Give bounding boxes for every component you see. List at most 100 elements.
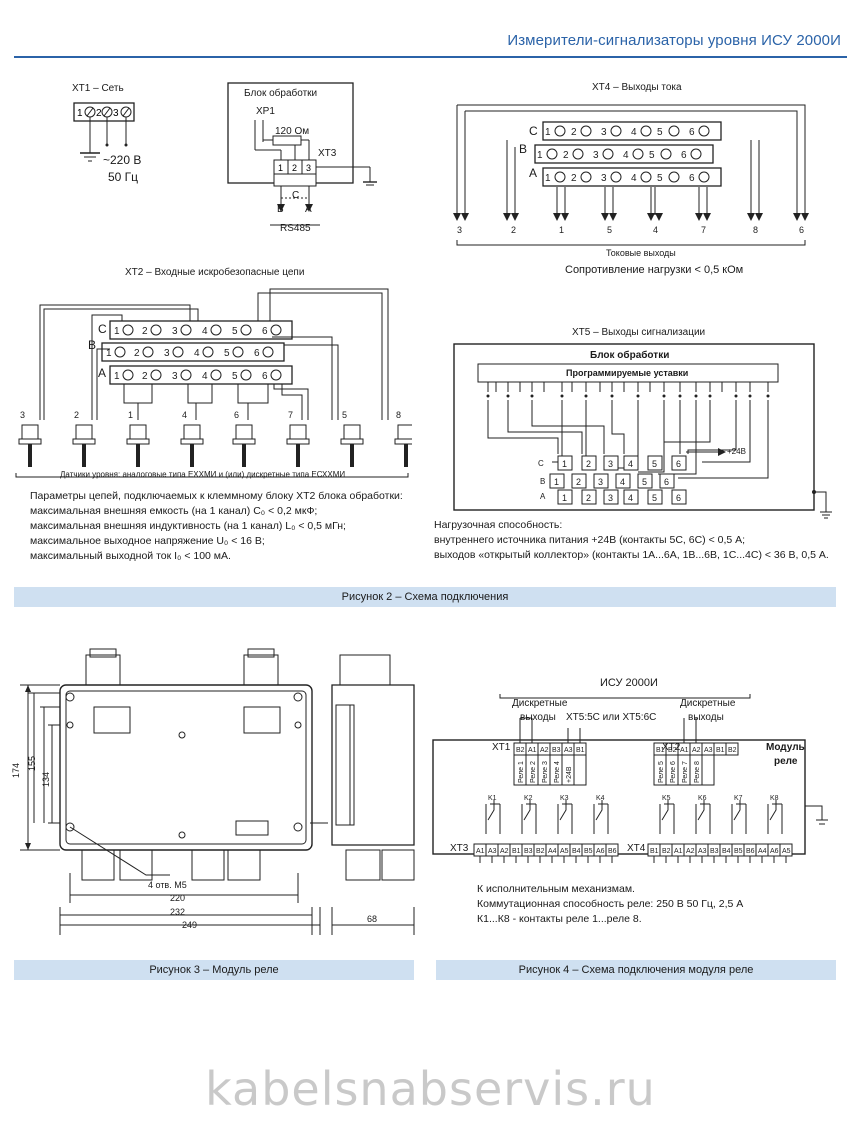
xt4-pin-label: B5 — [734, 848, 743, 855]
sensor-label: 2 — [74, 410, 79, 420]
xt1-pin: 3 — [113, 108, 119, 119]
figure3-caption: Рисунок 3 – Модуль реле — [14, 960, 414, 980]
xt3-pin-label: B6 — [608, 848, 617, 855]
xt1-pin-label: A2 — [540, 747, 549, 754]
xt4-load-note: Сопротивление нагрузки < 0,5 кОм — [565, 264, 744, 276]
xt3-pin-label: A1 — [476, 848, 485, 855]
rs485-b-label: B — [277, 204, 284, 215]
xt2-relay-label: Реле 7 — [682, 761, 689, 783]
xt4-bus-label: Токовые выходы — [606, 248, 676, 258]
svg-text:3: 3 — [593, 150, 599, 161]
xt3-pin-label: B1 — [512, 848, 521, 855]
fig4-xt5-label: XT5:5С или XT5:6С — [566, 712, 657, 723]
xt3-pin-label: B2 — [536, 848, 545, 855]
relay-label: K1 — [488, 795, 497, 802]
svg-text:6: 6 — [254, 348, 260, 359]
dim-232: 232 — [170, 907, 186, 917]
xt5-note-line: Нагрузочная способность: — [434, 519, 563, 531]
svg-text:3: 3 — [598, 477, 603, 487]
xt1-relay-label: Реле 3 — [542, 761, 549, 783]
rs485-diagram: 1 2 3 — [227, 82, 377, 226]
xt1-relay-label: +24В — [566, 766, 573, 783]
relay-connection-diagram: B2 A1 A2 B3 A3 B1 B1 B2 A1 A2 A3 B1 B2 Р… — [432, 694, 828, 863]
svg-text:6: 6 — [689, 173, 695, 184]
svg-text:6: 6 — [262, 371, 268, 382]
xt5-row-a: A — [540, 492, 546, 501]
holes-label: 4 отв. M5 — [148, 880, 187, 890]
svg-text:6: 6 — [262, 326, 268, 337]
xt4-output: 4 — [653, 225, 658, 235]
svg-text:2: 2 — [576, 477, 581, 487]
xt1-relay-label: Реле 1 — [518, 761, 525, 783]
dim-155: 155 — [27, 755, 37, 771]
xt1-voltage: ~220 В — [103, 153, 142, 167]
xt4-pin-label: A2 — [686, 848, 695, 855]
svg-text:5: 5 — [657, 173, 663, 184]
relay-label: K3 — [560, 795, 569, 802]
xt2-params: Параметры цепей, подключаемых к клеммном… — [30, 489, 430, 564]
relay-label: K5 — [662, 795, 671, 802]
fig4-xt2-label: XT2 — [662, 742, 681, 753]
relay-label: K6 — [698, 795, 707, 802]
xt1-pin: 1 — [77, 108, 83, 119]
svg-text:2: 2 — [134, 348, 140, 359]
xt1-pin-label: B1 — [576, 747, 585, 754]
svg-text:4: 4 — [202, 371, 208, 382]
svg-text:6: 6 — [676, 493, 681, 503]
xt3-pin-label: B4 — [572, 848, 581, 855]
dim-68: 68 — [367, 914, 378, 924]
relay-label: K8 — [770, 795, 779, 802]
svg-text:1: 1 — [545, 173, 551, 184]
svg-text:3: 3 — [172, 326, 178, 337]
xt4-output: 2 — [511, 225, 516, 235]
relay-label: K2 — [524, 795, 533, 802]
svg-text:4: 4 — [628, 493, 633, 503]
xt4-row-a: A — [529, 166, 538, 180]
xt3-pin-label: A3 — [488, 848, 497, 855]
xt1-pin-label: B2 — [516, 747, 525, 754]
xt3-pin: 2 — [292, 163, 297, 173]
svg-text:6: 6 — [664, 477, 669, 487]
xt1-frequency: 50 Гц — [108, 170, 139, 184]
xt2-param-line: максимальный выходной ток I₀ < 100 мА. — [30, 550, 231, 562]
sensor-label: 4 — [182, 410, 187, 420]
xt2-pin-label: A2 — [692, 747, 701, 754]
xt2-param-line: максимальная внешняя емкость (на 1 канал… — [30, 505, 318, 517]
fig4-xt3-label: XT3 — [450, 843, 469, 854]
svg-text:2: 2 — [563, 150, 569, 161]
sensor-label: 5 — [342, 410, 347, 420]
xt2-pin-label: B1 — [656, 747, 665, 754]
svg-text:6: 6 — [676, 459, 681, 469]
xt2-row-b: B — [88, 338, 97, 352]
svg-text:2: 2 — [586, 493, 591, 503]
xt2-param-line: максимальная внешняя индуктивность (на 1… — [30, 520, 346, 532]
svg-text:2: 2 — [142, 326, 148, 337]
fig4-module-label: Модуль — [766, 742, 805, 753]
fig4-discrete-left: Дискретные — [512, 698, 568, 709]
svg-text:2: 2 — [586, 459, 591, 469]
xt5-block-title: Блок обработки — [590, 350, 670, 361]
resistor-label: 120 Ом — [275, 126, 310, 137]
rs485-a-label: A — [305, 204, 312, 215]
svg-text:4: 4 — [631, 173, 637, 184]
xt5-24v-label: +24В — [727, 447, 746, 456]
sensor-label: 3 — [20, 410, 25, 420]
xt2-pin-label: A3 — [704, 747, 713, 754]
xt4-row-c: C — [529, 124, 538, 138]
svg-text:4: 4 — [194, 348, 200, 359]
svg-text:5: 5 — [642, 477, 647, 487]
fig4-note-line: К исполнительным механизмам. — [477, 883, 635, 895]
svg-text:1: 1 — [562, 493, 567, 503]
xt1-diagram: 1 2 3 — [73, 102, 135, 162]
xt5-row-c: C — [538, 459, 544, 468]
xt3-pin-label: A6 — [596, 848, 605, 855]
svg-text:3: 3 — [608, 493, 613, 503]
xt2-pin-label: A1 — [680, 747, 689, 754]
xt4-pin-label: B3 — [710, 848, 719, 855]
xt1-pin: 2 — [96, 108, 102, 119]
xt2-pin-label: B2 — [728, 747, 737, 754]
svg-text:5: 5 — [649, 150, 655, 161]
xt4-pin-label: A5 — [782, 848, 791, 855]
